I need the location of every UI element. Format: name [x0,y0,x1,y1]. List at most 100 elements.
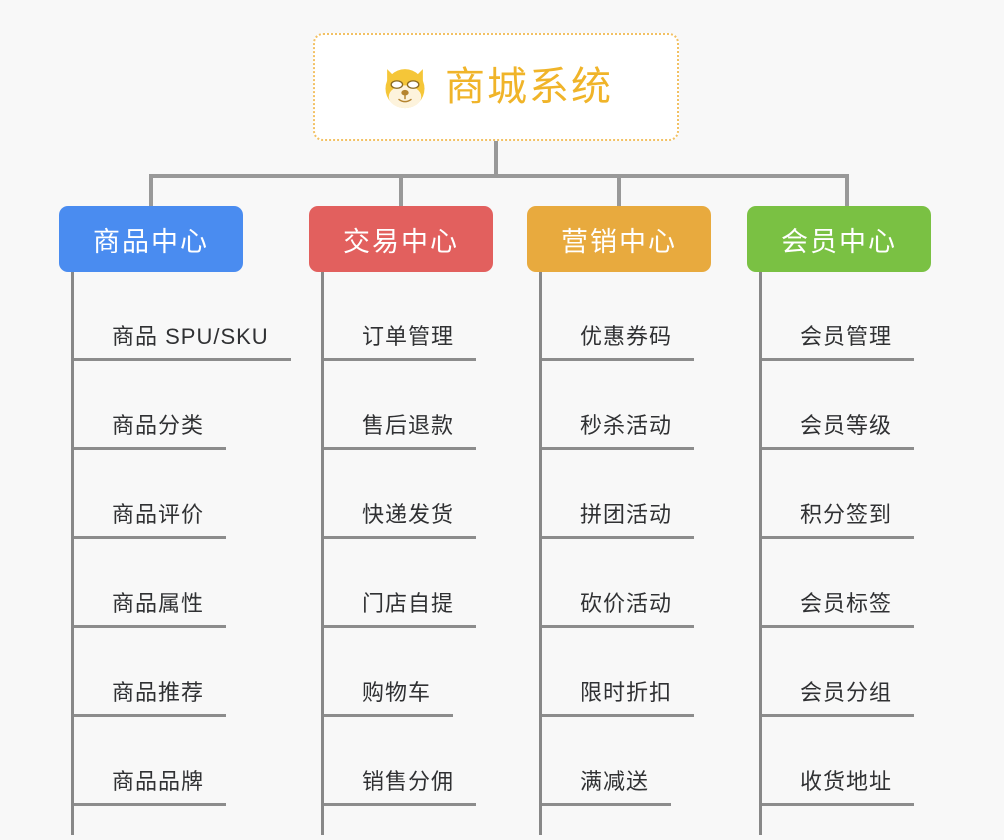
leaf-underline: 会员分组 [792,679,915,717]
connector-drop-2 [399,174,403,206]
leaf-underline: 收货地址 [792,769,915,806]
list-item-label: 售后退款 [362,412,455,438]
leaf-tick [542,625,574,628]
leaf-tick [542,536,574,539]
list-item[interactable]: 销售分佣 [309,717,524,806]
branch-items: 商品 SPU/SKU 商品分类 商品评价 商品属性 商品推荐 商品品牌 [59,272,291,806]
list-item-label: 会员等级 [800,412,893,438]
list-item[interactable]: 会员标签 [747,539,962,628]
leaf-underline: 拼团活动 [572,502,695,539]
leaf-underline: 快递发货 [354,501,477,539]
leaf-tick [74,447,106,450]
branch-items: 优惠券码 秒杀活动 拼团活动 砍价活动 限时折扣 满减送 [527,272,742,806]
list-item-label: 商品分类 [112,412,205,438]
branch-column: 会员中心 会员管理 会员等级 积分签到 会员标签 会员分组 收货地址 [747,206,962,835]
list-item-label: 门店自提 [362,590,455,616]
leaf-underline: 会员等级 [792,412,915,450]
list-item[interactable]: 收货地址 [747,717,962,806]
list-item-label: 会员分组 [800,679,893,705]
list-item-label: 购物车 [362,679,432,705]
list-item-label: 商品评价 [112,501,205,527]
root-title: 商城系统 [445,65,613,109]
leaf-tick [762,358,794,361]
list-item-label: 订单管理 [362,323,455,349]
list-item-label: 商品品牌 [112,768,205,794]
list-item-label: 销售分佣 [362,768,455,794]
branch-column: 商品中心 商品 SPU/SKU 商品分类 商品评价 商品属性 商品推荐 商品品牌 [59,206,291,835]
root-node[interactable]: 商城系统 [313,33,679,141]
leaf-underline: 优惠券码 [572,323,695,361]
list-item[interactable]: 限时折扣 [527,628,742,717]
leaf-underline: 商品 SPU/SKU [104,324,291,361]
connector-drop-4 [845,174,849,206]
branch-header[interactable]: 营销中心 [527,206,711,272]
leaf-tick [324,625,356,628]
leaf-tick [74,358,106,361]
list-item-label: 砍价活动 [580,590,673,616]
leaf-tick [74,625,106,628]
list-item[interactable]: 商品 SPU/SKU [59,272,291,361]
list-item-label: 限时折扣 [580,679,673,705]
list-item[interactable]: 门店自提 [309,539,524,628]
connector-root-stem [494,141,498,177]
leaf-underline: 秒杀活动 [572,412,695,450]
list-item[interactable]: 商品分类 [59,361,289,450]
list-item-label: 秒杀活动 [580,412,673,438]
list-item[interactable]: 商品评价 [59,450,289,539]
leaf-underline: 商品属性 [104,590,227,628]
list-item[interactable]: 商品品牌 [59,717,289,806]
leaf-tick [74,536,106,539]
list-item[interactable]: 快递发货 [309,450,524,539]
list-item[interactable]: 满减送 [527,717,742,806]
shiba-dog-face-icon [385,69,425,109]
branch-header[interactable]: 会员中心 [747,206,931,272]
list-item[interactable]: 商品属性 [59,539,289,628]
list-item[interactable]: 拼团活动 [527,450,742,539]
list-item[interactable]: 购物车 [309,628,524,717]
leaf-tick [762,536,794,539]
list-item-label: 优惠券码 [580,323,673,349]
list-item[interactable]: 砍价活动 [527,539,742,628]
leaf-tick [324,803,356,806]
leaf-underline: 门店自提 [354,590,477,628]
list-item[interactable]: 会员分组 [747,628,962,717]
leaf-underline: 商品推荐 [104,680,227,717]
list-item-label: 商品属性 [112,590,205,616]
branch-header[interactable]: 商品中心 [59,206,243,272]
branch-header[interactable]: 交易中心 [309,206,493,272]
list-item[interactable]: 秒杀活动 [527,361,742,450]
leaf-tick [542,803,574,806]
list-item[interactable]: 会员等级 [747,361,962,450]
leaf-underline: 订单管理 [354,323,477,361]
leaf-tick [324,358,356,361]
leaf-underline: 限时折扣 [572,679,695,717]
list-item[interactable]: 优惠券码 [527,272,742,361]
leaf-tick [762,714,794,717]
connector-drop-3 [617,174,621,206]
connector-drop-1 [149,174,153,206]
leaf-tick [324,536,356,539]
list-item[interactable]: 会员管理 [747,272,962,361]
branch-column: 营销中心 优惠券码 秒杀活动 拼团活动 砍价活动 限时折扣 满减送 [527,206,742,835]
leaf-underline: 满减送 [572,769,672,806]
list-item-label: 会员管理 [800,323,893,349]
leaf-tick [762,447,794,450]
leaf-tick [542,447,574,450]
leaf-tick [324,714,356,717]
list-item[interactable]: 积分签到 [747,450,962,539]
leaf-underline: 商品分类 [104,412,227,450]
branch-spine [321,272,324,835]
list-item[interactable]: 订单管理 [309,272,524,361]
leaf-underline: 购物车 [354,679,454,717]
leaf-underline: 商品品牌 [104,768,227,806]
leaf-tick [324,447,356,450]
leaf-tick [762,803,794,806]
list-item[interactable]: 售后退款 [309,361,524,450]
list-item[interactable]: 商品推荐 [59,628,289,717]
branch-items: 会员管理 会员等级 积分签到 会员标签 会员分组 收货地址 [747,272,962,806]
branch-spine [759,272,762,835]
leaf-tick [542,358,574,361]
list-item-label: 快递发货 [362,501,455,527]
leaf-underline: 会员管理 [792,323,915,361]
